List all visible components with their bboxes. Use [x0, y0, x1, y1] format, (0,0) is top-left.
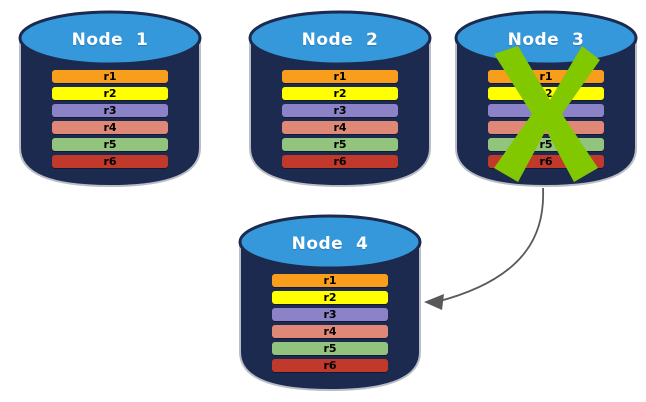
row-bar-node4-r3: r3 [272, 308, 388, 321]
row-bar-node4-r6: r6 [272, 359, 388, 372]
row-bar-node1-r5: r5 [52, 138, 168, 151]
row-bar-node1-r3: r3 [52, 104, 168, 117]
row-bar-node2-r2: r2 [282, 87, 398, 100]
row-bar-node1-r4: r4 [52, 121, 168, 134]
row-bar-node2-r6: r6 [282, 155, 398, 168]
row-bar-node2-r3: r3 [282, 104, 398, 117]
row-bar-node4-r1: r1 [272, 274, 388, 287]
row-bar-node2-r5: r5 [282, 138, 398, 151]
row-bar-node4-r5: r5 [272, 342, 388, 355]
row-bar-node1-r1: r1 [52, 70, 168, 83]
row-bar-node1-r2: r2 [52, 87, 168, 100]
row-bar-node2-r1: r1 [282, 70, 398, 83]
row-bar-node2-r4: r4 [282, 121, 398, 134]
row-bar-node1-r6: r6 [52, 155, 168, 168]
row-bar-node4-r4: r4 [272, 325, 388, 338]
row-bar-node4-r2: r2 [272, 291, 388, 304]
